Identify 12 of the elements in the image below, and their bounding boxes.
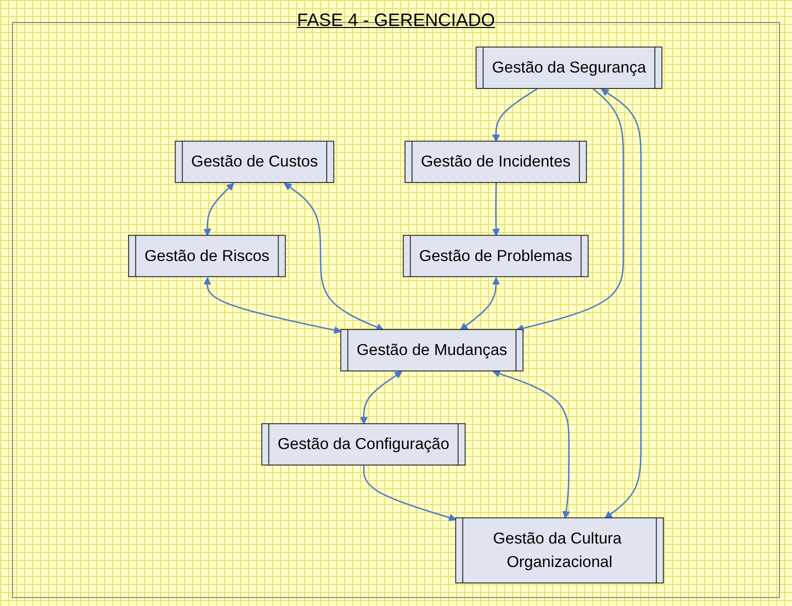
arrow [492,88,538,142]
arrow [363,465,456,522]
arrow [460,277,500,330]
arrow [203,277,342,334]
arrow [492,182,500,236]
diagram-title: FASE 4 - GERENCIADO [296,10,496,30]
arrow [284,182,384,331]
arrow [516,88,624,332]
arrow [203,182,234,236]
arrow [360,371,402,424]
arrow [601,88,642,519]
arrow [492,370,570,519]
